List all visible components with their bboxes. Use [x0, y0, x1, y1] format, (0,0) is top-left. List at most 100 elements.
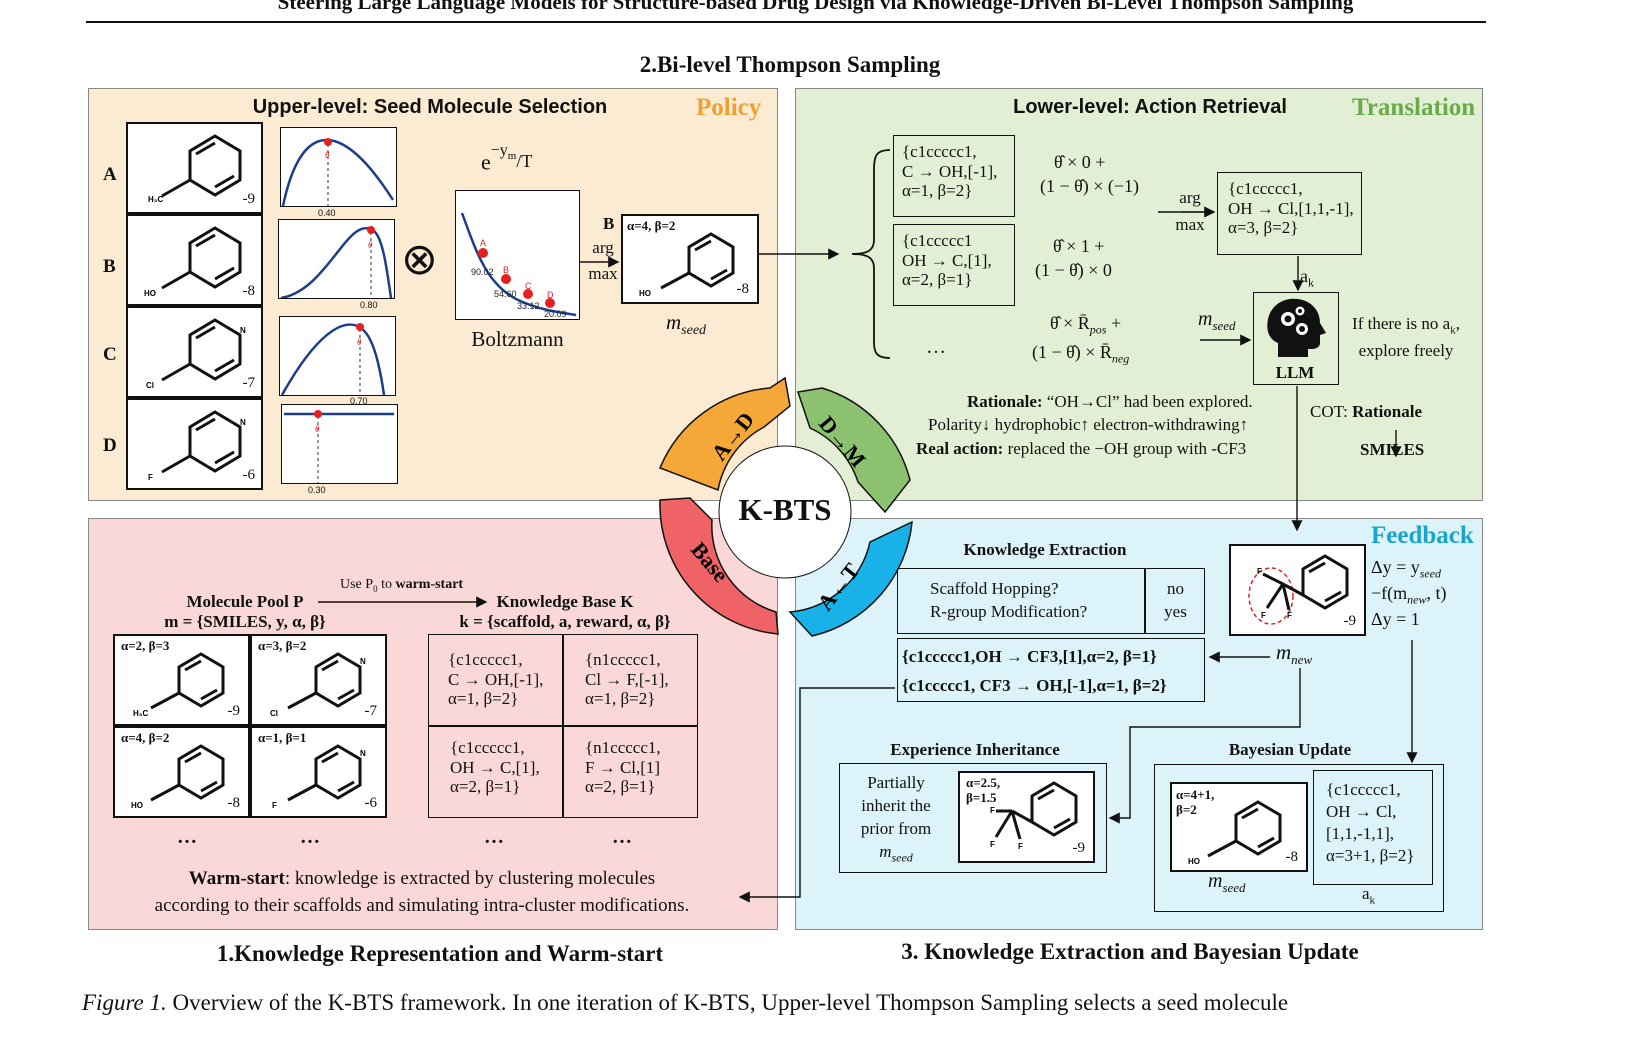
svg-text:N: N [360, 749, 366, 758]
otimes-icon: ⊗ [401, 235, 438, 284]
svg-text:N: N [240, 326, 246, 335]
benzene-structure-b: HO [144, 226, 242, 298]
translation-title: Lower-level: Action Retrieval [1013, 96, 1287, 118]
svg-text:F: F [1257, 567, 1262, 576]
molecule-a: H₃C -9 [126, 122, 263, 214]
beta-dist-d: θ [281, 404, 398, 484]
bu-molecule: α=4+1,β=2 HO -8 [1170, 782, 1308, 872]
pool-params-2: α=3, β=2 [258, 638, 307, 653]
cot-smiles: SMILES [1360, 440, 1425, 459]
boltz-value-b: 54.60 [494, 289, 517, 299]
svg-text:N: N [360, 657, 366, 666]
svg-text:F: F [990, 840, 995, 849]
exp-power: −y [490, 142, 508, 159]
svg-text:H₃C: H₃C [148, 195, 163, 204]
new-molecule-structure: F F F [1248, 554, 1349, 625]
real-action-line: Real action: replaced the −OH group with… [916, 439, 1247, 458]
beta-dist-a: θ [280, 127, 397, 207]
beta-dist-c-theta: 0.70 [350, 396, 368, 406]
selected-label: B [603, 214, 615, 233]
boltz-value-d: 20.09 [544, 309, 567, 318]
selected-molecule: α=4, β=2 HO -8 [621, 214, 759, 304]
svg-text:HO: HO [639, 289, 651, 298]
cot-label: COT: Rationale [1310, 402, 1423, 421]
kb-entry-2: {n1ccccc1,Cl → F,[-1],α=1, β=2} [585, 650, 669, 709]
exp-sub: m [507, 150, 517, 163]
svg-text:N: N [240, 418, 246, 427]
exp-base: e [481, 149, 491, 175]
svg-text:F: F [1018, 842, 1023, 851]
beta-dist-d-theta: 0.30 [308, 485, 326, 495]
molecule-c-score: -7 [242, 375, 256, 391]
svg-text:F: F [1261, 611, 1266, 620]
svg-text:HO: HO [131, 801, 143, 810]
ke-question-divider [1144, 568, 1146, 634]
boltz-value-c: 33.12 [517, 301, 540, 311]
header-rule [86, 21, 1486, 23]
ei-score: -9 [1072, 840, 1086, 856]
beta-dist-b-theta: 0.80 [360, 300, 378, 310]
chosen-action: {c1ccccc1,OH → Cl,[1,1,-1],α=3, β=2} [1217, 172, 1362, 255]
feedback-tag: Feedback [1371, 522, 1474, 549]
score-formula-2: θ̂ × 1 +(1 − θ̂) × 0 [1035, 236, 1112, 281]
kb-entry-4: {n1ccccc1,F → Cl,[1]α=2, β=1} [585, 738, 661, 797]
pyridine-structure-d: F N [148, 410, 246, 482]
row-label-d: D [103, 435, 117, 456]
warm-arrow-label: Use P0 to warm-start [340, 577, 464, 594]
pool-score-4: -6 [364, 795, 378, 811]
molecule-a-score: -9 [242, 191, 256, 207]
rationale-line: Rationale: “OH→Cl” had been explored. [967, 392, 1253, 411]
molecule-d-score: -6 [242, 467, 256, 483]
pool-params-3: α=4, β=2 [121, 730, 170, 745]
warm-start-text: Warm-start: knowledge is extracted by cl… [154, 868, 690, 916]
beta-dist-c: θ [279, 316, 396, 396]
selected-score: -8 [736, 281, 750, 297]
figure-caption: Figure 1. Overview of the K-BTS framewor… [82, 990, 1289, 1015]
row-label-b: B [103, 256, 116, 277]
selected-structure: HO [639, 232, 735, 298]
ke-questions: Scaffold Hopping?R-group Modification? [930, 579, 1088, 621]
pool-score-1: -9 [227, 703, 241, 719]
molecule-b: HO -8 [126, 214, 263, 306]
action-ellipsis: … [926, 336, 946, 358]
ke-title: Knowledge Extraction [963, 540, 1127, 559]
pyridine-structure-c: Cl N [146, 318, 246, 390]
translation-tag: Translation [1352, 94, 1476, 121]
pool-dots-2: … [300, 826, 320, 848]
pool-score-3: -8 [227, 795, 241, 811]
boltz-label-d: D [547, 290, 554, 300]
svg-text:HO: HO [1188, 857, 1200, 866]
score-formula-1: θ̂ × 0 +(1 − θ̂) × (−1) [1040, 152, 1140, 197]
boltzmann-label: Boltzmann [471, 327, 564, 351]
beta-dist-a-theta: 0.40 [318, 208, 336, 218]
ak-label: ak [1300, 266, 1314, 290]
exp-div: /T [516, 151, 533, 172]
row-label-c: C [103, 344, 117, 365]
llm-mseed: mseed [1198, 308, 1236, 333]
kb-dots-2: … [612, 826, 632, 848]
llm-head-icon [1267, 298, 1326, 357]
boltz-label-b: B [503, 265, 509, 275]
bu-params: α=4+1,β=2 [1176, 787, 1215, 817]
section2-title: 2.Bi-level Thompson Sampling [639, 52, 941, 77]
seed-label: mseed [666, 310, 707, 339]
svg-text:θ: θ [368, 240, 373, 250]
svg-text:Cl: Cl [146, 381, 154, 390]
molecule-b-score: -8 [242, 283, 256, 299]
svg-text:F: F [1287, 611, 1292, 620]
row-label-a: A [103, 164, 117, 185]
score-formula-3: θ̂ × R̄pos + (1 − θ̂) × R̄neg [1032, 313, 1130, 366]
benzene-structure-a: H₃C [148, 134, 242, 204]
ei-params: α=2.5,β=1.5 [966, 775, 1001, 805]
pool-molecule-1: α=2, β=3 H₃C -9 [113, 634, 250, 726]
polarity-line: Polarity↓ hydrophobic↑ electron-withdraw… [928, 415, 1249, 434]
mnew-label: mnew [1276, 640, 1313, 668]
svg-text:H₃C: H₃C [133, 709, 148, 718]
bu-mseed: mseed [1208, 870, 1246, 895]
